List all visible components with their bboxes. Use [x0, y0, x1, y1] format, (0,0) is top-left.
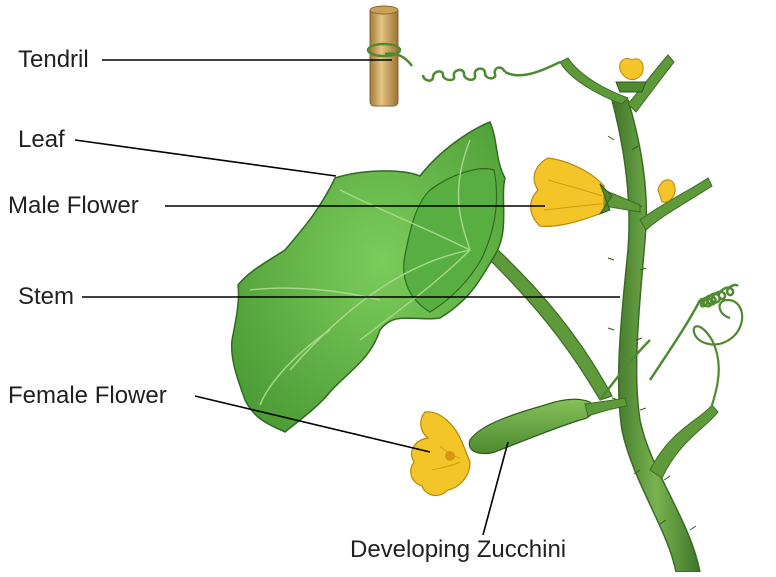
stem-label: Stem [18, 285, 74, 309]
female-flower-label: Female Flower [8, 384, 167, 408]
male-flower-label: Male Flower [8, 194, 139, 218]
main-stem [560, 55, 718, 572]
zucchini-leader [483, 442, 508, 535]
top-bud [616, 58, 646, 92]
leader-lines [75, 60, 620, 535]
leaf-label: Leaf [18, 128, 65, 152]
leaf-petiole [488, 250, 612, 400]
male-flower [531, 158, 640, 226]
leaf-leader [75, 140, 336, 176]
female-flower [411, 412, 470, 496]
tendril-label: Tendril [18, 48, 89, 72]
tendril-lower [694, 300, 743, 405]
developing-zucchini-label: Developing Zucchini [350, 538, 566, 562]
leaf [232, 122, 505, 432]
